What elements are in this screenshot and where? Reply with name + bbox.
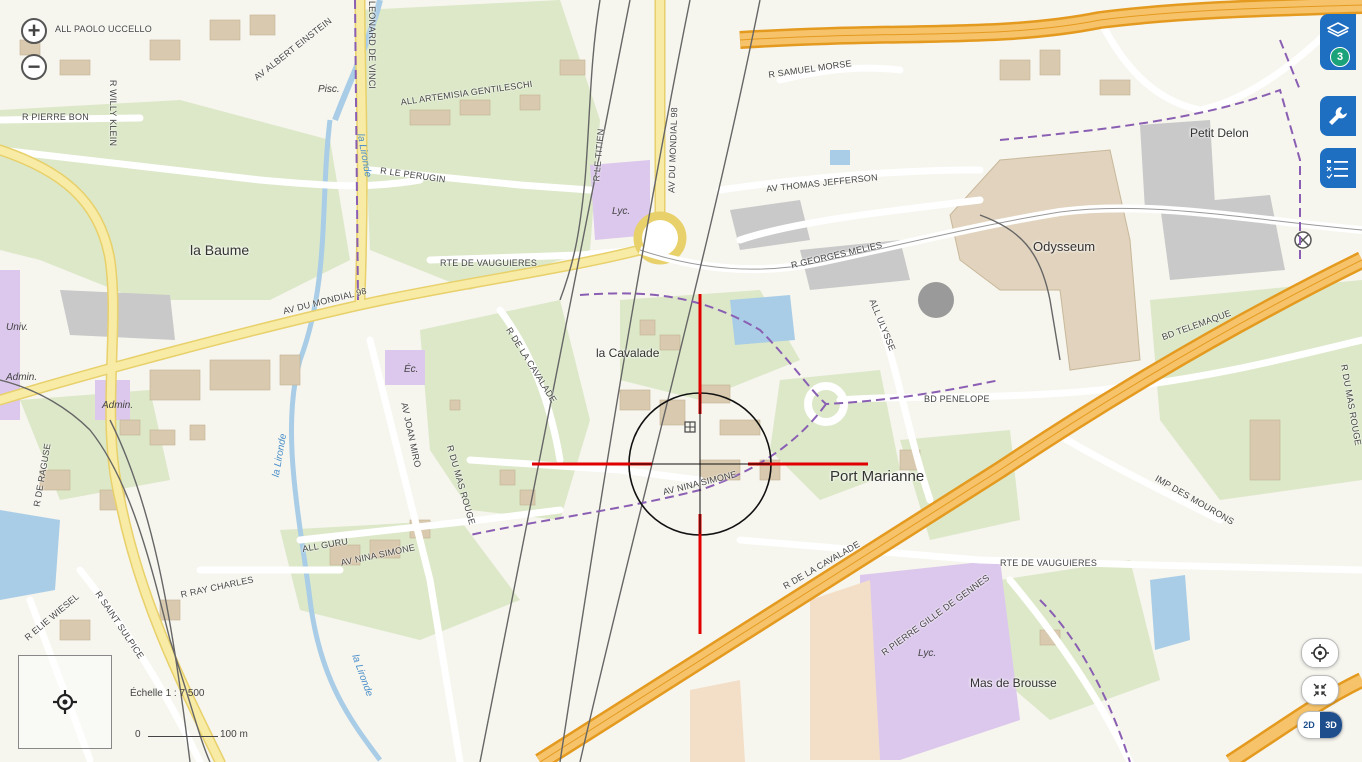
street-label: RTE DE VAUGUIERES bbox=[1000, 558, 1098, 568]
poi-label-lycee: Lyc. bbox=[612, 206, 631, 217]
street-label: R PIERRE BON bbox=[22, 112, 89, 122]
target-icon bbox=[1311, 644, 1329, 662]
commercial-blocks bbox=[60, 120, 1285, 340]
field bbox=[810, 580, 880, 760]
locate-button[interactable] bbox=[1301, 638, 1339, 668]
scale-label: Échelle 1 : 7 500 bbox=[130, 688, 205, 699]
layers-button[interactable]: 3 bbox=[1320, 14, 1356, 70]
crosshair-target bbox=[532, 294, 868, 634]
scale-line bbox=[148, 736, 218, 737]
mode-2d-option[interactable]: 2D bbox=[1298, 712, 1320, 738]
collapse-icon bbox=[1313, 683, 1327, 697]
poi-areas bbox=[0, 160, 1020, 760]
boundary bbox=[354, 0, 1301, 762]
layers-icon bbox=[1327, 22, 1349, 37]
place-label-odysseum: Odysseum bbox=[1033, 239, 1096, 254]
place-label-port-marianne: Port Marianne bbox=[830, 468, 925, 485]
scale-end: 100 m bbox=[220, 729, 248, 740]
water bbox=[0, 150, 1190, 650]
fullscreen-button[interactable] bbox=[1301, 675, 1339, 705]
overview-map[interactable] bbox=[18, 655, 112, 749]
scale-bar: Échelle 1 : 7 500 0 100 m bbox=[130, 688, 260, 743]
place-label-petit-delon: Petit Delon bbox=[1190, 126, 1249, 140]
view-mode-toggle[interactable]: 2D 3D bbox=[1297, 711, 1343, 739]
legend-button[interactable] bbox=[1320, 148, 1356, 188]
scale-start: 0 bbox=[135, 729, 141, 740]
street-label: RTE DE VAUGUIERES bbox=[440, 258, 538, 268]
poi-label-lycee: Lyc. bbox=[918, 648, 937, 659]
mode-3d-option[interactable]: 3D bbox=[1320, 712, 1342, 738]
dome bbox=[918, 282, 954, 318]
buildings bbox=[19, 14, 1281, 646]
street-label: R WILLY KLEIN bbox=[108, 79, 119, 147]
overview-target-icon bbox=[53, 690, 77, 714]
poi-label-admin: Admin. bbox=[102, 400, 134, 411]
zoom-out-button[interactable]: − bbox=[21, 54, 47, 80]
poi-label-pool: Pisc. bbox=[318, 84, 340, 95]
place-label-la-cavalade: la Cavalade bbox=[596, 346, 660, 360]
poi-label-school: Éc. bbox=[404, 364, 419, 375]
street-label: LEONARD DE VINCI bbox=[367, 0, 378, 90]
river-lironde bbox=[288, 119, 383, 762]
odysseum-building bbox=[949, 149, 1141, 371]
tools-button[interactable] bbox=[1320, 96, 1356, 136]
place-label-mas-de-brousse: Mas de Brousse bbox=[970, 676, 1057, 690]
motorway bbox=[535, 0, 1362, 762]
place-label-la-baume: la Baume bbox=[190, 242, 250, 258]
wrench-icon bbox=[1329, 107, 1347, 125]
zoom-in-button[interactable]: + bbox=[21, 18, 47, 44]
layers-count-badge: 3 bbox=[1330, 47, 1350, 67]
poi-label-admin: Admin. bbox=[6, 372, 38, 383]
street-label: ALL PAOLO UCCELLO bbox=[55, 24, 152, 34]
list-icon bbox=[1326, 160, 1348, 179]
poi-label-univ: Univ. bbox=[6, 322, 29, 333]
street-label: BD PENELOPE bbox=[924, 394, 990, 404]
primary-roads bbox=[0, 0, 664, 762]
